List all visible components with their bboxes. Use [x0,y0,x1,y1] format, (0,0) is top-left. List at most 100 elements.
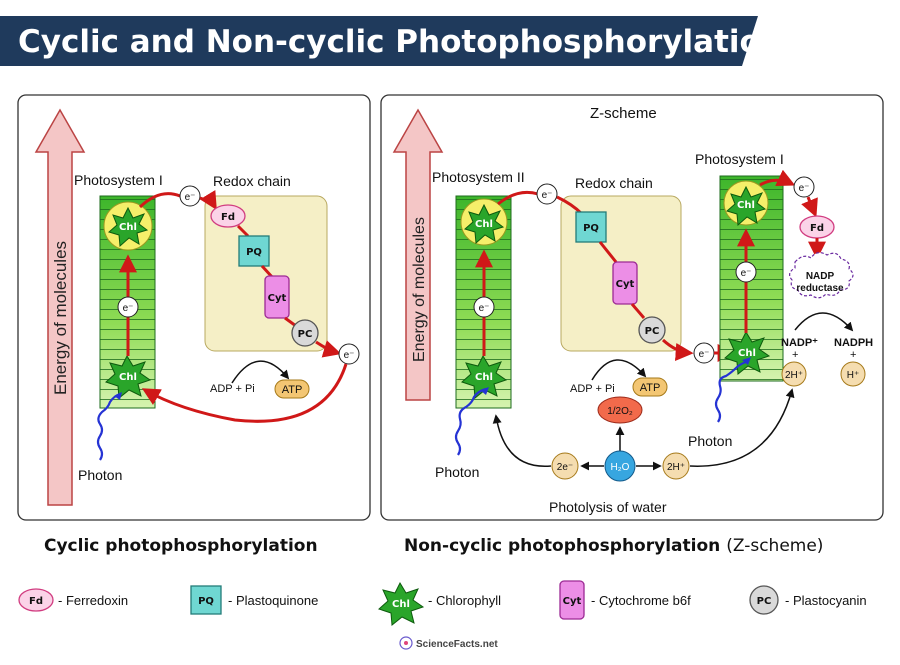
electron-label: e⁻ [344,350,355,361]
electron-badge: e⁻ [473,296,495,318]
legend-item-plastocyanin: PC - Plastocyanin [749,585,867,615]
pc-label: PC [298,329,313,340]
nadph-label: NADPH [834,337,873,349]
atp-label: ATP [282,384,303,396]
legend-symbol: PC [757,596,772,607]
noncyclic-caption: Non-cyclic photophosphorylation (Z-scheme… [404,536,823,556]
electron-label: e⁻ [542,190,553,201]
electron-badge: e⁻ [693,342,715,364]
atp-label: ATP [640,382,661,394]
chl-label: Chl [737,200,755,211]
pq-label: PQ [246,247,262,258]
legend: Fd - Ferredoxin PQ - Plastoquinone Chl -… [18,580,867,626]
electron-badge: e⁻ [338,343,360,365]
chl-label: Chl [119,372,137,383]
legend-symbol: Chl [392,599,410,610]
chl-label: Chl [475,219,493,230]
half-o2-label: 1/2O₂ [607,406,633,417]
legend-text: - Plastocyanin [785,593,867,608]
plastoquinone: PQ [575,211,607,243]
chlorophyll-top: Chl [103,201,153,251]
electron-badge: e⁻ [536,183,558,205]
z-scheme-heading: Z-scheme [590,105,657,122]
legend-item-plastoquinone: PQ - Plastoquinone [190,585,318,615]
legend-text: - Plastoquinone [228,593,318,608]
redox-chain-box [204,195,328,352]
fd-label: Fd [810,223,824,234]
photosystem-1-label: Photosystem I [695,151,784,167]
legend-item-cytochrome: Cyt - Cytochrome b6f [559,580,691,620]
two-e-badge: 2e⁻ [551,452,579,480]
electron-label: e⁻ [479,303,490,314]
pq-label: PQ [583,223,599,234]
atp-badge: ATP [632,377,668,397]
half-o2-badge: 1/2O₂ [597,396,643,424]
legend-symbol: PQ [198,596,214,607]
page-title: Cyclic and Non-cyclic Photophosphorylati… [18,24,783,60]
two-h-plus-label: 2H⁺ [667,462,685,473]
plus-sign: + [850,349,856,361]
energy-label: Energy of molecules [51,241,70,395]
plastocyanin: PC [638,316,666,344]
atp-badge: ATP [274,379,310,399]
photosystem-label: Photosystem I [74,172,163,188]
chl-label: Chl [738,348,756,359]
h-plus-label: H⁺ [847,370,860,381]
legend-symbol: Fd [29,596,43,607]
two-h-plus-badge: 2H⁺ [781,361,807,387]
adp-label: ADP + Pi [210,383,255,395]
electron-badge: e⁻ [117,296,139,318]
cyt-label: Cyt [616,279,635,290]
legend-symbol: Cyt [563,596,582,607]
redox-chain-label: Redox chain [213,173,291,189]
plus-sign: + [792,349,798,361]
energy-arrow: Energy of molecules [392,108,444,401]
electron-badge: e⁻ [793,176,815,198]
title-banner: Cyclic and Non-cyclic Photophosphorylati… [0,16,783,66]
photon-right-label: Photon [688,433,732,449]
photon-wave [96,392,121,461]
photolysis-label: Photolysis of water [549,499,667,515]
photon-left-label: Photon [435,464,479,480]
redox-chain-label: Redox chain [575,175,653,191]
photon-wave-right [714,360,747,423]
electron-label: e⁻ [123,303,134,314]
sciencefacts-logo: ScienceFacts.net [399,636,498,650]
chlorophyll-top: Chl [460,198,508,246]
nadp-plus-label: NADP⁺ [781,337,818,349]
ferredoxin: Fd [210,204,246,228]
plastocyanin: PC [291,319,319,347]
noncyclic-caption-normal: (Z-scheme) [726,536,823,556]
nadp-reductase: NADP reductase [789,252,854,299]
cyclic-caption: Cyclic photophosphorylation [44,536,318,556]
legend-item-chlorophyll: Chl - Chlorophyll [378,581,501,626]
chlorophyll-bottom: Chl [105,354,152,399]
cytochrome: Cyt [612,261,638,305]
pc-label: PC [645,326,660,337]
electron-label: e⁻ [799,183,810,194]
plastoquinone: PQ [238,235,270,267]
chl-label: Chl [475,372,493,383]
chlorophyll-top: Chl [723,180,769,227]
adp-label: ADP + Pi [570,383,615,395]
fd-label: Fd [221,212,235,223]
energy-arrow: Energy of molecules [34,108,86,506]
chl-label: Chl [119,222,137,233]
electron-badge: e⁻ [179,185,201,207]
logo-text: ScienceFacts.net [416,639,498,650]
photon-wave-left [454,387,487,456]
nadp-reductase-line1: NADP [806,271,835,282]
h-plus-badge: H⁺ [840,361,866,387]
water-badge: H₂O [604,450,636,482]
legend-text: - Cytochrome b6f [591,593,691,608]
photon-label: Photon [78,467,122,483]
cyt-label: Cyt [268,293,287,304]
legend-text: - Chlorophyll [428,593,501,608]
water-label: H₂O [611,462,630,473]
nadp-reductase-line2: reductase [796,283,844,294]
noncyclic-caption-bold: Non-cyclic photophosphorylation [404,536,720,556]
cyclic-panel: Energy of molecules Photosystem I Chl Ch… [17,94,371,521]
legend-item-ferredoxin: Fd - Ferredoxin [18,588,128,612]
electron-label: e⁻ [699,349,710,360]
